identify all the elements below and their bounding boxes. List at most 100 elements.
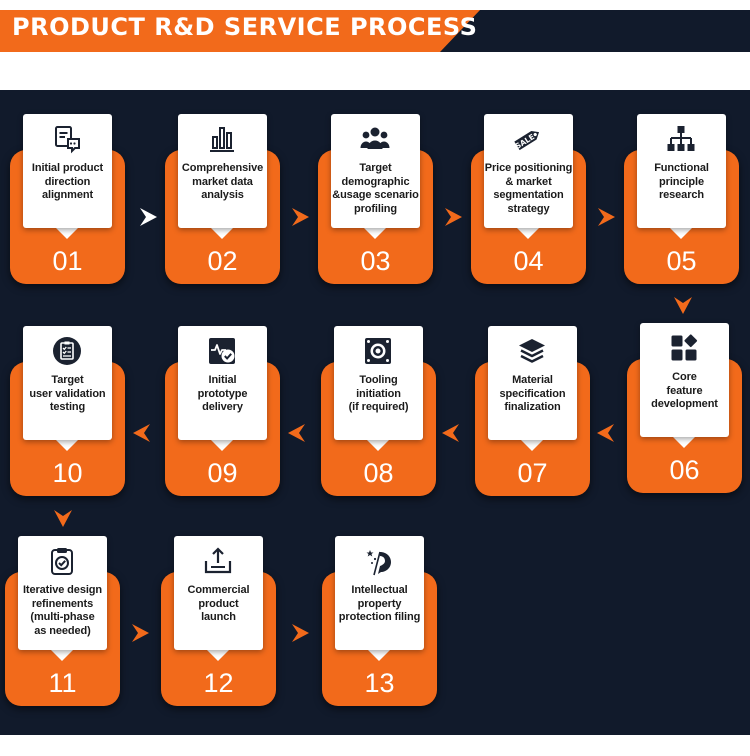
step-label-line: prototype xyxy=(197,387,248,400)
step-card-pointer xyxy=(516,227,540,239)
step-label-line: alignment xyxy=(41,189,94,201)
step-card-pointer xyxy=(672,436,696,448)
step-label-line: product xyxy=(198,597,239,610)
step-label-line: profiling xyxy=(353,202,398,215)
step-label-line: protection filing xyxy=(338,611,421,623)
step-label-line: (if required) xyxy=(348,401,409,413)
flow-arrow-down-icon xyxy=(672,294,694,316)
sale-tag-icon: SALE xyxy=(513,124,543,154)
step-label-line: launch xyxy=(201,611,236,623)
step-label-line: finalization xyxy=(504,401,561,413)
step-label-line: Initial xyxy=(208,374,237,386)
step-label-line: Target xyxy=(51,374,84,386)
flow-arrow-right-icon xyxy=(289,206,311,228)
patent-pen-icon xyxy=(364,546,394,576)
step-label-line: segmentation xyxy=(493,189,564,201)
step-card-pointer xyxy=(520,439,544,451)
header-orange-banner xyxy=(0,10,480,52)
clipboard-check-icon xyxy=(47,546,77,576)
step-label-line: Functional xyxy=(654,162,709,174)
step-label-line: feature xyxy=(666,384,703,397)
step-number: 04 xyxy=(513,246,544,276)
step-label-line: Material xyxy=(512,374,553,386)
step-number: 07 xyxy=(517,458,548,488)
step-label-line: refinements xyxy=(31,597,94,610)
step-number: 05 xyxy=(666,246,697,276)
step-label-line: principle xyxy=(659,175,704,188)
step-label-line: testing xyxy=(49,401,86,413)
flow-arrow-right-icon xyxy=(442,206,464,228)
step-label-line: specification xyxy=(499,387,566,400)
checklist-icon xyxy=(52,336,82,366)
user-group-icon xyxy=(360,124,390,154)
flow-arrow-left-icon xyxy=(131,422,153,444)
step-label-line: Core xyxy=(672,371,697,383)
step-card-pointer xyxy=(206,649,230,661)
step-label-line: Target xyxy=(359,162,392,174)
page-title: PRODUCT R&D SERVICE PROCESS xyxy=(12,13,478,41)
flow-arrow-right-icon xyxy=(595,206,617,228)
step-label-line: (multi-phase xyxy=(30,611,95,623)
step-label-line: &usage scenario xyxy=(332,189,419,201)
upload-tray-icon xyxy=(203,546,233,576)
header: PRODUCT R&D SERVICE PROCESS xyxy=(0,0,750,90)
step-number: 13 xyxy=(364,668,395,698)
step-label-line: Initial product xyxy=(31,162,104,174)
step-label-line: Tooling xyxy=(359,374,398,386)
step-label-line: market data xyxy=(192,175,253,188)
svg-text:SALE: SALE xyxy=(514,132,537,151)
step-card-pointer xyxy=(55,227,79,239)
step-label-line: Comprehensive xyxy=(181,162,264,174)
step-label-line: user validation xyxy=(29,387,106,400)
step-label-line: direction xyxy=(44,175,91,188)
step-label-line: Price positioning xyxy=(484,162,573,174)
step-number: 08 xyxy=(363,458,394,488)
flow-arrow-left-icon xyxy=(440,422,462,444)
step-label-line: property xyxy=(357,597,402,610)
step-label-line: Commercial xyxy=(187,584,250,596)
flow-arrow-left-icon xyxy=(286,422,308,444)
step-card-pointer xyxy=(210,227,234,239)
step-card-pointer xyxy=(366,439,390,451)
step-label-line: Intellectual xyxy=(351,584,408,596)
prototype-check-icon xyxy=(207,336,237,366)
step-label-line: & market xyxy=(505,175,552,188)
step-card-pointer xyxy=(55,439,79,451)
step-label-line: delivery xyxy=(202,401,243,413)
step-number: 03 xyxy=(360,246,391,276)
step-number: 02 xyxy=(207,246,238,276)
step-card-pointer xyxy=(210,439,234,451)
step-card-pointer xyxy=(50,649,74,661)
step-card-pointer xyxy=(363,227,387,239)
org-chart-icon xyxy=(666,124,696,154)
